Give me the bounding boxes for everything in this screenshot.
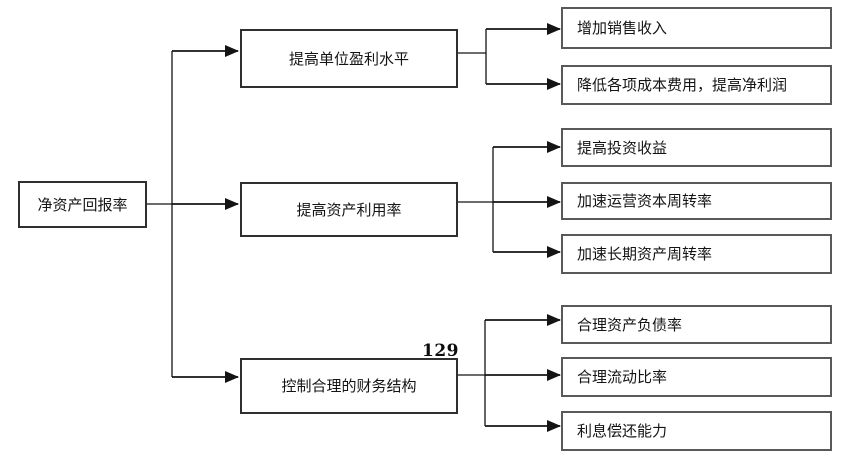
node-label: 降低各项成本费用，提高净利润	[577, 76, 788, 94]
node-interest-repayment-ability: 利息偿还能力	[561, 411, 832, 451]
node-reasonable-current-ratio: 合理流动比率	[561, 357, 832, 397]
node-root-return-on-net-assets: 净资产回报率	[18, 181, 147, 228]
node-label: 利息偿还能力	[577, 422, 668, 440]
node-improve-investment-returns: 提高投资收益	[561, 128, 832, 167]
node-label: 合理资产负债率	[577, 315, 683, 334]
node-label: 增加销售收入	[577, 19, 668, 37]
node-label: 提高投资收益	[577, 138, 668, 157]
node-improve-asset-utilization: 提高资产利用率	[240, 182, 458, 237]
node-reduce-costs-raise-net-profit: 降低各项成本费用，提高净利润	[561, 65, 832, 105]
node-increase-sales-revenue: 增加销售收入	[561, 7, 832, 49]
node-accelerate-longterm-asset-turnover: 加速长期资产周转率	[561, 234, 832, 274]
node-label: 净资产回报率	[37, 195, 128, 214]
node-label: 合理流动比率	[577, 368, 668, 386]
node-improve-unit-profit-level: 提高单位盈利水平	[240, 29, 458, 88]
page-number: 129	[422, 341, 459, 361]
node-control-financial-structure: 控制合理的财务结构	[240, 358, 458, 414]
node-reasonable-debt-ratio: 合理资产负债率	[561, 305, 832, 344]
node-label: 提高单位盈利水平	[288, 49, 409, 68]
node-label: 控制合理的财务结构	[281, 377, 417, 395]
node-label: 提高资产利用率	[296, 200, 402, 219]
node-accelerate-working-capital-turnover: 加速运营资本周转率	[561, 182, 832, 220]
node-label: 加速运营资本周转率	[577, 192, 713, 210]
node-label: 加速长期资产周转率	[577, 245, 713, 263]
